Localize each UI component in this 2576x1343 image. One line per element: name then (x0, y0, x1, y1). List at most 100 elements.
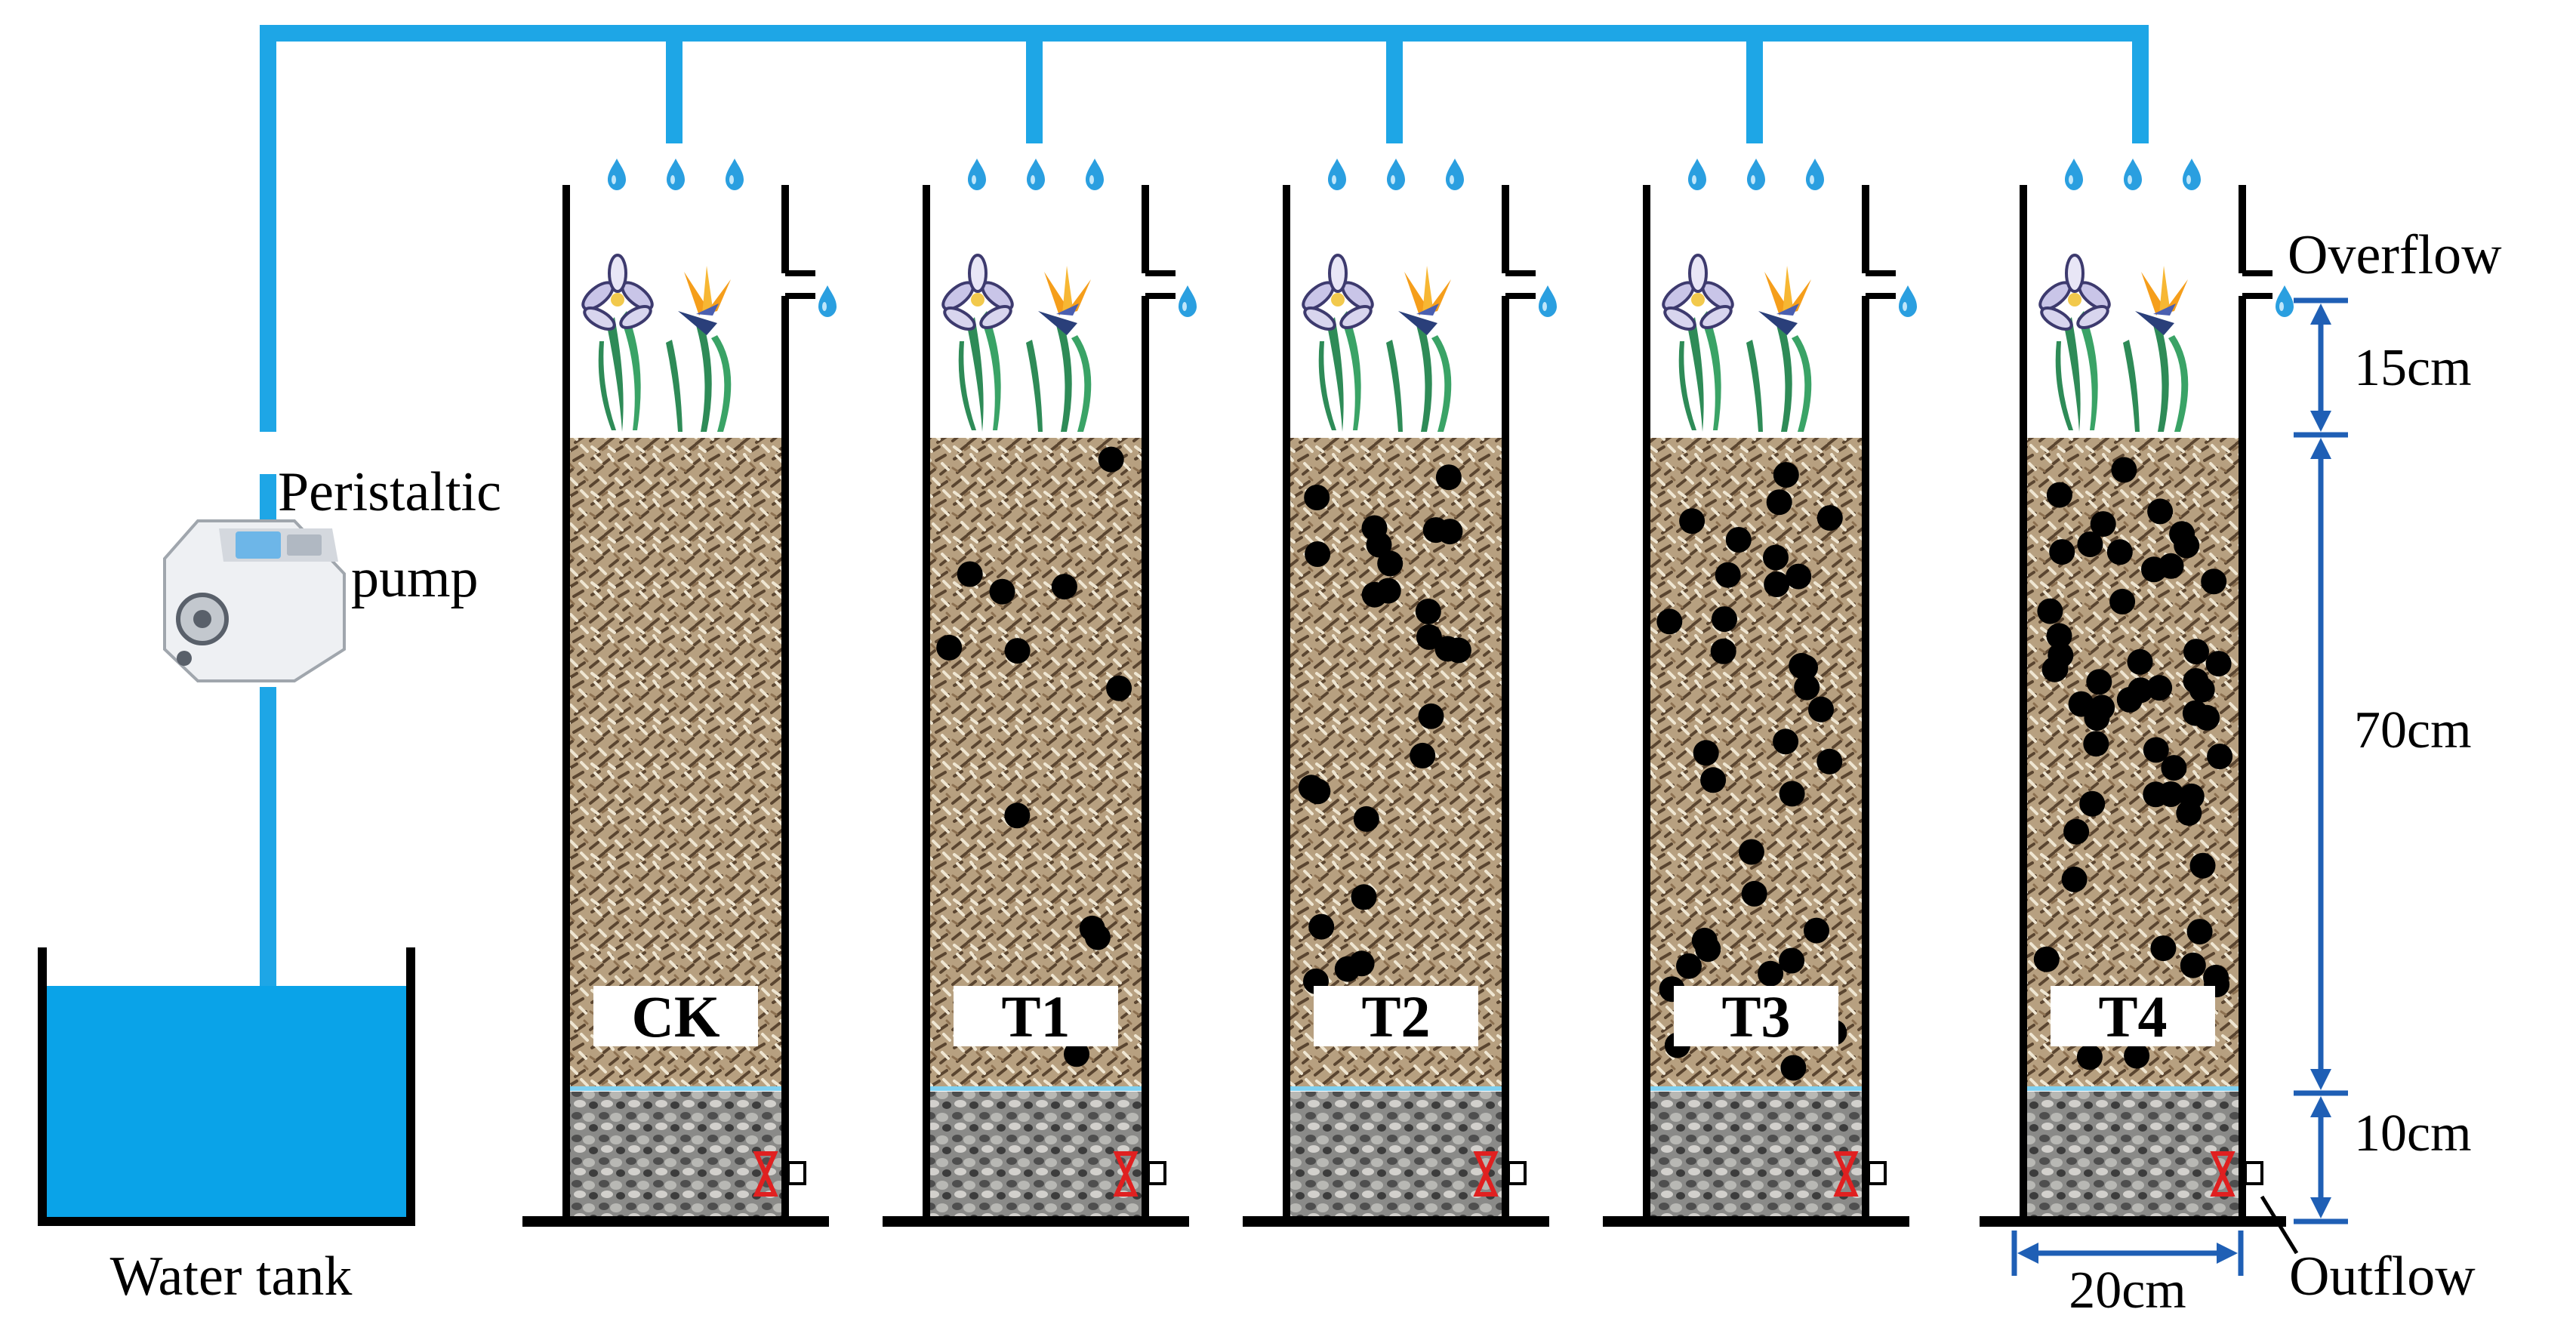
water-drop-icon (1806, 159, 1824, 190)
particle (1004, 802, 1031, 829)
particle (2079, 790, 2106, 817)
particle (1741, 880, 1767, 907)
water-drop-icon (2183, 159, 2201, 190)
water-drop-icon (1086, 159, 1104, 190)
valve-icon (753, 1151, 778, 1197)
particle (1773, 462, 1799, 488)
outflow-port (787, 1161, 806, 1185)
gravel-layer (1288, 1092, 1504, 1218)
particle (2037, 598, 2063, 624)
particle (1764, 571, 1790, 597)
valve-icon (2210, 1151, 2236, 1197)
water-drop-icon (1539, 285, 1557, 317)
pump-label-line2: pump (351, 547, 479, 609)
water-drop-icon (2124, 159, 2142, 190)
particle (1763, 544, 1789, 571)
outflow-port (1147, 1161, 1166, 1185)
particle (1106, 675, 1132, 701)
particle (1676, 953, 1702, 979)
column-label: T2 (1361, 984, 1430, 1049)
column-walls (923, 185, 1149, 1220)
water-drop-icon (1899, 285, 1917, 317)
particle (2077, 531, 2103, 557)
plants-icon (1297, 254, 1453, 433)
particle (2207, 744, 2233, 769)
column-label: CK (632, 984, 720, 1049)
particle (1051, 574, 1077, 600)
water-tank: Water tank (38, 947, 415, 1308)
particle (1308, 913, 1335, 940)
particle (1679, 508, 1706, 534)
particle (1361, 515, 1388, 541)
particle (2048, 642, 2074, 668)
dimension-annotations (2011, 297, 2348, 1276)
particle (2033, 946, 2060, 972)
particle (2143, 737, 2169, 763)
water-drop-icon (2276, 285, 2294, 317)
outflow-port (2244, 1161, 2263, 1185)
water-drop-icon (968, 159, 986, 190)
particle (1780, 1055, 1807, 1081)
particle (1410, 742, 1436, 769)
overflow-port (1145, 270, 1176, 299)
particle (1710, 638, 1736, 664)
water-drop-icon (1387, 159, 1405, 190)
column-label-box (593, 986, 758, 1046)
dim-label-20cm: 20cm (2069, 1261, 2186, 1320)
pump-label-line1: Peristaltic (278, 461, 501, 523)
column-label: T4 (2098, 984, 2167, 1049)
substrate-layer (568, 438, 784, 1089)
particle (1305, 541, 1331, 567)
particle (2203, 964, 2229, 990)
column-ck: CK (522, 159, 837, 1227)
particle (1738, 839, 1764, 865)
particle (1418, 703, 1444, 729)
column-t4: T4 (1980, 159, 2294, 1227)
particle (1804, 917, 1829, 944)
column-t3: T3 (1603, 159, 1917, 1227)
column-walls (1643, 185, 1869, 1220)
particle (2089, 695, 2115, 721)
particle (2201, 568, 2227, 595)
particle (1773, 728, 1799, 755)
column-walls (1283, 185, 1509, 1220)
plants-icon (2034, 254, 2190, 433)
particle (2090, 511, 2116, 538)
particle (2161, 755, 2187, 781)
gravel-layer (1648, 1092, 1864, 1218)
water-drop-icon (1446, 159, 1464, 190)
particle (1779, 781, 1805, 807)
valve-icon (1833, 1151, 1859, 1197)
particle (2109, 588, 2136, 615)
gravel-layer (2025, 1092, 2241, 1218)
particle (2076, 1044, 2103, 1070)
water-tank-label: Water tank (110, 1246, 353, 1308)
plants-icon (937, 254, 1093, 433)
dim-label-10cm: 10cm (2354, 1104, 2472, 1163)
particle (2194, 704, 2220, 731)
peristaltic-pump: Peristaltic pump (163, 461, 501, 682)
particle (2141, 556, 2167, 583)
particle (2083, 731, 2109, 757)
particle (2147, 498, 2174, 525)
dim-arrow (2310, 303, 2331, 325)
gravel-layer (568, 1092, 784, 1218)
particle (1808, 696, 1834, 722)
particle (1004, 638, 1031, 664)
dim-arrow (2310, 438, 2331, 459)
overflow-label: Overflow (2288, 224, 2502, 286)
particle (1656, 608, 1683, 635)
particle (1435, 464, 1462, 491)
particle (957, 561, 983, 587)
particle (989, 578, 1015, 605)
tank-walls (38, 947, 415, 1226)
outflow-port (1507, 1161, 1527, 1185)
particle (2046, 482, 2072, 508)
particle (2111, 457, 2137, 483)
column-label: T3 (1721, 984, 1790, 1049)
particle (1377, 550, 1404, 577)
column-t2: T2 (1243, 159, 1557, 1227)
column-label-box (1314, 986, 1478, 1046)
particle (1098, 446, 1124, 473)
